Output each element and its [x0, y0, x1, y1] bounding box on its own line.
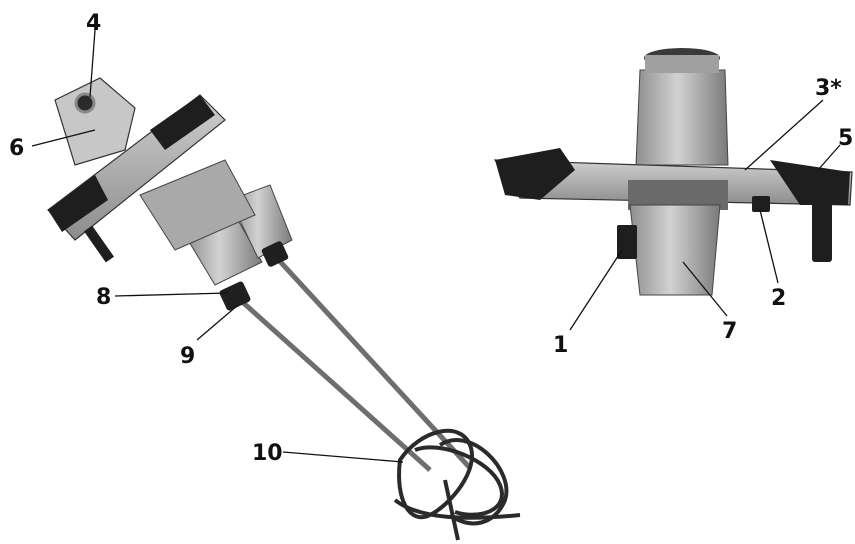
leader-1: [569, 249, 623, 331]
callout-label-8: 8: [96, 285, 111, 310]
left-handle-grip-a: [48, 175, 108, 232]
left-mixer-illustration: [47, 77, 521, 541]
right-grip-left: [495, 148, 575, 200]
leader-9: [196, 304, 239, 341]
collet-9: [261, 241, 289, 267]
right-mixer-illustration: [493, 48, 853, 296]
right-grip-right: [770, 160, 850, 205]
callout-label-3: 3*: [815, 76, 842, 101]
leader-4: [89, 29, 96, 98]
leader-8: [114, 292, 229, 297]
rear-handle: [812, 200, 832, 262]
callout-label-7: 7: [722, 319, 737, 344]
leader-3: [744, 99, 824, 171]
left-motor-top: [54, 77, 136, 166]
callout-label-4: 4: [86, 11, 101, 36]
paddle-whisk: [393, 428, 521, 541]
callout-label-1: 1: [553, 333, 568, 358]
callout-label-10: 10: [252, 441, 283, 466]
callout-label-9: 9: [180, 344, 195, 369]
left-shaft-a: [236, 296, 432, 472]
leader-5: [817, 144, 841, 171]
leader-2: [759, 209, 779, 284]
left-shaft-b: [273, 254, 472, 470]
collet-8: [219, 281, 251, 311]
leader-6: [31, 129, 96, 147]
callout-label-6: 6: [9, 136, 24, 161]
right-motor-column: [635, 69, 729, 166]
right-motor-cap-ring: [645, 55, 719, 73]
left-gearbox: [139, 159, 256, 251]
speed-dial-4: [74, 92, 96, 114]
leader-lines: [31, 29, 841, 463]
callout-label-2: 2: [771, 286, 786, 311]
leader-7: [682, 261, 728, 317]
callout-label-5: 5: [838, 126, 853, 151]
right-gear-housing: [629, 204, 721, 296]
left-side-knob: [84, 225, 114, 263]
leader-10: [282, 451, 404, 463]
callout-labels: 1 2 3* 4 5 6 7 8 9 10: [9, 11, 853, 466]
left-handle-grip-b: [150, 95, 215, 150]
lock-button-2: [752, 196, 770, 212]
